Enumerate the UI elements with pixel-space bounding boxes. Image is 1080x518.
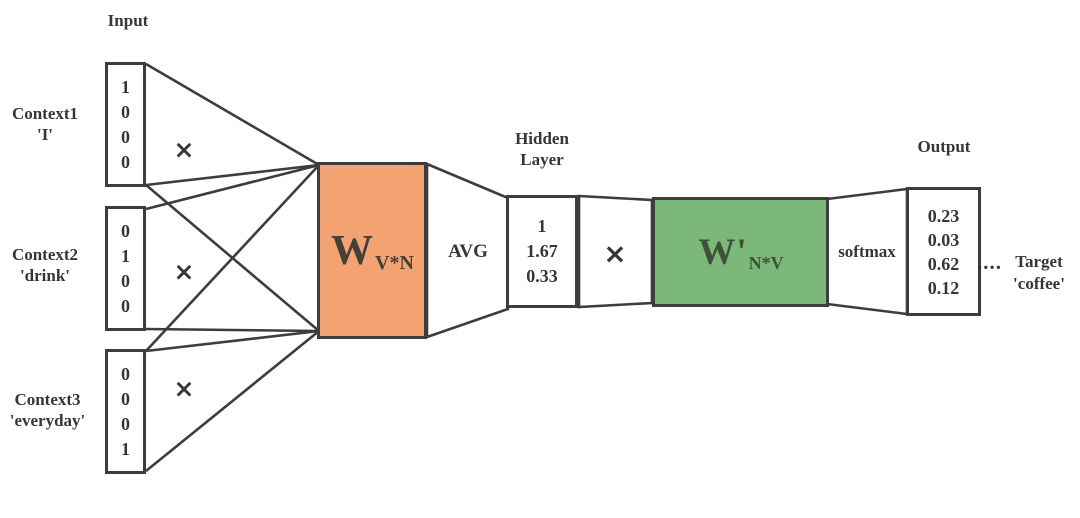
context3-value: 1 — [121, 438, 130, 459]
output-label: Output — [917, 137, 971, 156]
hidden-value: 1 — [537, 216, 547, 236]
context3-name: Context3 — [14, 390, 81, 409]
context1-word: 'I' — [36, 125, 54, 144]
multiply-icon-context1: × — [173, 135, 195, 164]
context3-value: 0 — [121, 413, 130, 434]
context3-label: Context3 'everyday' — [0, 389, 95, 431]
context2-vector: 0 1 0 0 — [105, 206, 146, 331]
input-weight-subscript: V*N — [375, 252, 414, 274]
context3-word: 'everyday' — [9, 411, 86, 430]
output-weight-symbol: W' — [698, 231, 748, 273]
context3-vector: 0 0 0 1 — [105, 349, 146, 474]
context2-value: 0 — [121, 295, 130, 316]
context3-value: 0 — [121, 388, 130, 409]
context1-name: Context1 — [11, 104, 79, 123]
context2-value: 0 — [121, 220, 130, 241]
context2-label: Context2 'drink' — [0, 244, 90, 286]
softmax-label: softmax — [838, 242, 896, 261]
context2-word: 'drink' — [19, 266, 71, 285]
ellipsis-dots: .... — [977, 250, 1002, 274]
input-label: Input — [107, 11, 149, 30]
output-value: 0.23 — [927, 205, 960, 226]
hidden-layer-label-line1: Hidden — [515, 129, 569, 148]
output-weight-subscript: N*V — [748, 252, 784, 273]
target-label: Target 'coffee' — [998, 251, 1080, 295]
hidden-value: 1.67 — [526, 241, 558, 261]
context1-value: 0 — [121, 101, 130, 122]
output-value: 0.12 — [927, 277, 960, 298]
context1-value: 0 — [121, 126, 130, 147]
target-word: 'coffee' — [1013, 274, 1065, 293]
context2-name: Context2 — [11, 245, 79, 264]
context1-vector: 1 0 0 0 — [105, 62, 146, 187]
multiply-icon-context3: × — [173, 374, 195, 403]
avg-funnel-shape — [425, 162, 510, 339]
context2-value: 0 — [121, 270, 130, 291]
hidden-layer-label: Hidden Layer — [500, 128, 584, 170]
hidden-layer-label-line2: Layer — [520, 150, 564, 169]
multiply-icon-context2: × — [173, 257, 195, 286]
multiply-icon-hidden: × — [603, 237, 627, 270]
hidden-value: 0.33 — [526, 266, 558, 286]
hidden-vector: 1 1.67 0.33 — [506, 195, 578, 308]
output-value: 0.62 — [927, 253, 960, 274]
context2-value: 1 — [121, 245, 130, 266]
context1-value: 0 — [121, 151, 130, 172]
output-weight-matrix: W'N*V — [652, 197, 829, 307]
target-label-line1: Target — [1015, 252, 1063, 271]
input-weight-symbol: W — [331, 227, 375, 274]
context3-value: 0 — [121, 363, 130, 384]
output-vector: 0.23 0.03 0.62 0.12 — [906, 187, 981, 316]
output-value: 0.03 — [927, 229, 960, 250]
avg-label: AVG — [448, 241, 488, 262]
context1-value: 1 — [121, 76, 130, 97]
context1-label: Context1 'I' — [0, 103, 90, 145]
